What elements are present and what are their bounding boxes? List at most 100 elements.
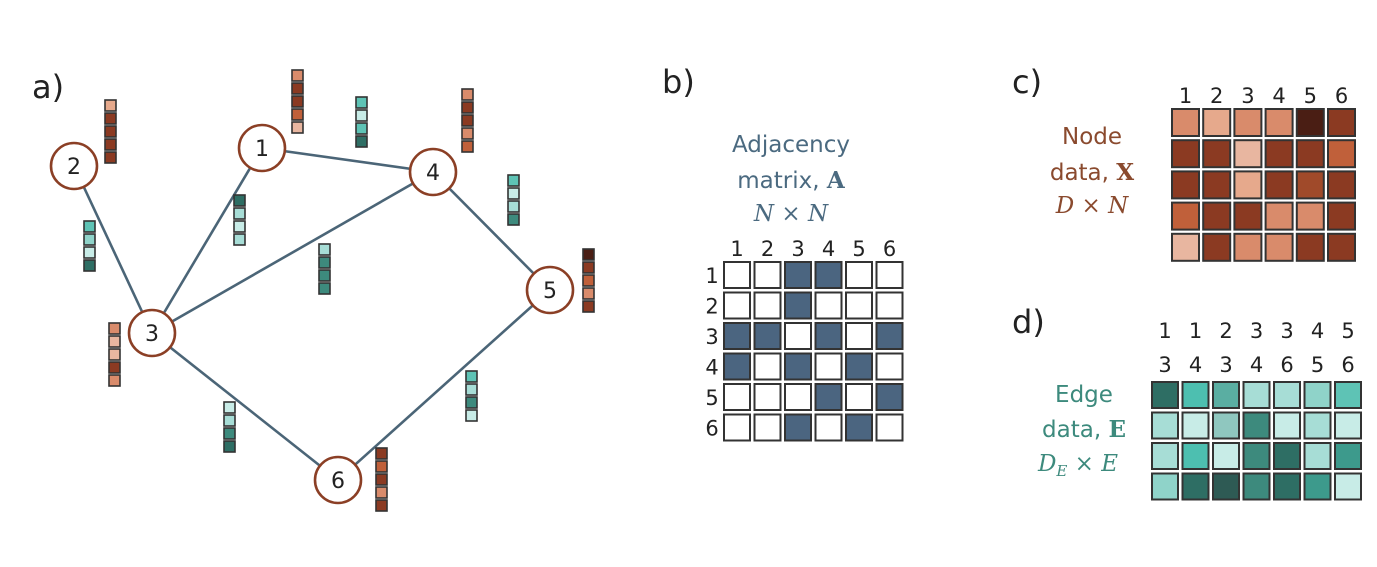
node-data-cell-1-3 [1233,108,1263,137]
node-data-cell-2-3 [1233,139,1263,169]
adjacency-cell-4-2 [753,352,782,381]
node-feature-square-4-0 [461,88,474,101]
node-data-cell-3-6 [1327,170,1356,200]
adjacency-cell-5-2 [753,383,782,411]
edge-feature-square-5-6-0 [465,370,478,383]
node-feature-square-1-2 [291,95,304,108]
node-feature-square-5-0 [582,248,595,261]
edge-feature-square-3-4-2 [318,269,331,282]
graph-node-label-4: 4 [426,161,440,186]
edge-data-col-top-2: 2 [1219,319,1232,343]
edge-feature-square-3-4-3 [318,282,331,295]
graph-edge-5-6 [337,289,551,481]
edge-data-cell-1-1 [1151,381,1179,409]
edge-data-cell-2-6 [1303,411,1332,440]
edge-data-col-bottom-2: 3 [1219,353,1232,377]
node-feature-square-4-2 [461,114,474,127]
node-data-col-label-2: 2 [1210,84,1223,108]
adjacency-row-label-2: 2 [705,295,718,319]
edge-data-cell-4-1 [1151,472,1179,501]
graph-edge-4-5 [432,171,551,291]
edge-data-cell-2-2 [1181,411,1210,440]
node-data-cell-4-2 [1202,201,1232,231]
adjacency-cell-1-3 [784,261,812,289]
graph-node-label-2: 2 [67,155,81,180]
edge-feature-square-3-4-0 [318,243,331,256]
adjacency-col-label-6: 6 [883,237,896,261]
adjacency-cell-4-1 [723,352,751,381]
node-feature-square-3-3 [108,361,121,374]
adjacency-cell-6-4 [814,413,843,442]
edge-data-caption-line1: Edge [1055,382,1113,408]
graph-node-1 [237,123,287,173]
edge-data-col-bottom-6: 6 [1341,353,1354,377]
adjacency-cell-3-3 [784,322,812,350]
adjacency-cell-6-2 [753,413,782,442]
node-data-cell-3-2 [1202,170,1232,200]
node-feature-square-3-4 [108,374,121,387]
node-feature-square-5-2 [582,274,595,287]
adjacency-dims: N × N [753,201,829,227]
node-feature-square-6-1 [375,460,388,473]
edge-data-col-top-4: 3 [1280,319,1293,343]
adjacency-cell-2-4 [814,291,843,320]
edge-data-cell-1-4 [1242,381,1271,409]
edge-data-dim-subscript: E [1055,462,1067,480]
node-feature-square-3-2 [108,348,121,361]
node-data-cell-3-1 [1171,170,1200,200]
node-feature-square-2-4 [104,151,117,164]
graph-edge-3-6 [151,331,339,482]
node-data-caption-word: data, [1050,160,1109,186]
edge-data-caption-word: data, [1042,417,1101,443]
edge-data-cell-2-4 [1242,411,1271,440]
adjacency-cell-2-6 [875,291,904,320]
edge-feature-square-5-6-2 [465,396,478,409]
edge-data-cell-3-2 [1181,442,1210,470]
node-data-col-label-3: 3 [1241,84,1254,108]
edge-data-cell-4-2 [1181,472,1210,501]
edge-data-symbol: E [1108,416,1126,443]
node-data-cell-2-1 [1171,139,1200,169]
edge-data-cell-3-4 [1242,442,1271,470]
node-feature-square-3-0 [108,322,121,335]
edge-feature-square-3-6-3 [223,440,236,453]
node-feature-square-2-3 [104,138,117,151]
adjacency-dim-times: × [781,201,800,227]
graph-node-feature-vectors [104,69,595,512]
node-data-cell-5-3 [1233,232,1263,262]
node-feature-square-1-0 [291,69,304,82]
node-data-cell-5-4 [1264,232,1294,262]
adjacency-caption-word: matrix, [737,168,819,194]
node-data-cell-1-2 [1202,108,1232,137]
edge-feature-square-1-4-2 [355,122,368,135]
adjacency-caption: Adjacency matrix, A N × N [732,132,850,227]
adjacency-cell-3-2 [753,322,782,350]
edge-data-cell-3-6 [1303,442,1332,470]
node-feature-square-4-1 [461,101,474,114]
edge-feature-square-4-5-2 [507,200,520,213]
adjacency-cell-1-6 [875,261,904,289]
edge-feature-square-4-5-0 [507,174,520,187]
node-data-caption-line2: data, X [1050,159,1134,186]
adjacency-col-label-3: 3 [791,237,804,261]
adjacency-cell-5-4 [814,383,843,411]
node-feature-square-1-3 [291,108,304,121]
node-data-cell-4-4 [1264,201,1294,231]
adjacency-cell-4-4 [814,352,843,381]
edge-data-cell-3-3 [1212,442,1240,470]
adjacency-caption-line1: Adjacency [732,132,850,158]
graph-edges [72,146,551,482]
node-data-cell-1-4 [1264,108,1294,137]
node-data-dim-rows: D [1055,193,1074,219]
graph-edge-3-4 [151,170,434,335]
node-data-cell-1-1 [1171,108,1200,137]
edge-data-cell-2-5 [1273,411,1301,440]
edge-data-cell-1-7 [1334,381,1362,409]
adjacency-cell-2-2 [753,291,782,320]
edge-data-col-top-1: 1 [1189,319,1202,343]
node-data-col-label-5: 5 [1304,84,1317,108]
panel-label-d: d) [1012,303,1045,341]
node-feature-square-4-3 [461,127,474,140]
